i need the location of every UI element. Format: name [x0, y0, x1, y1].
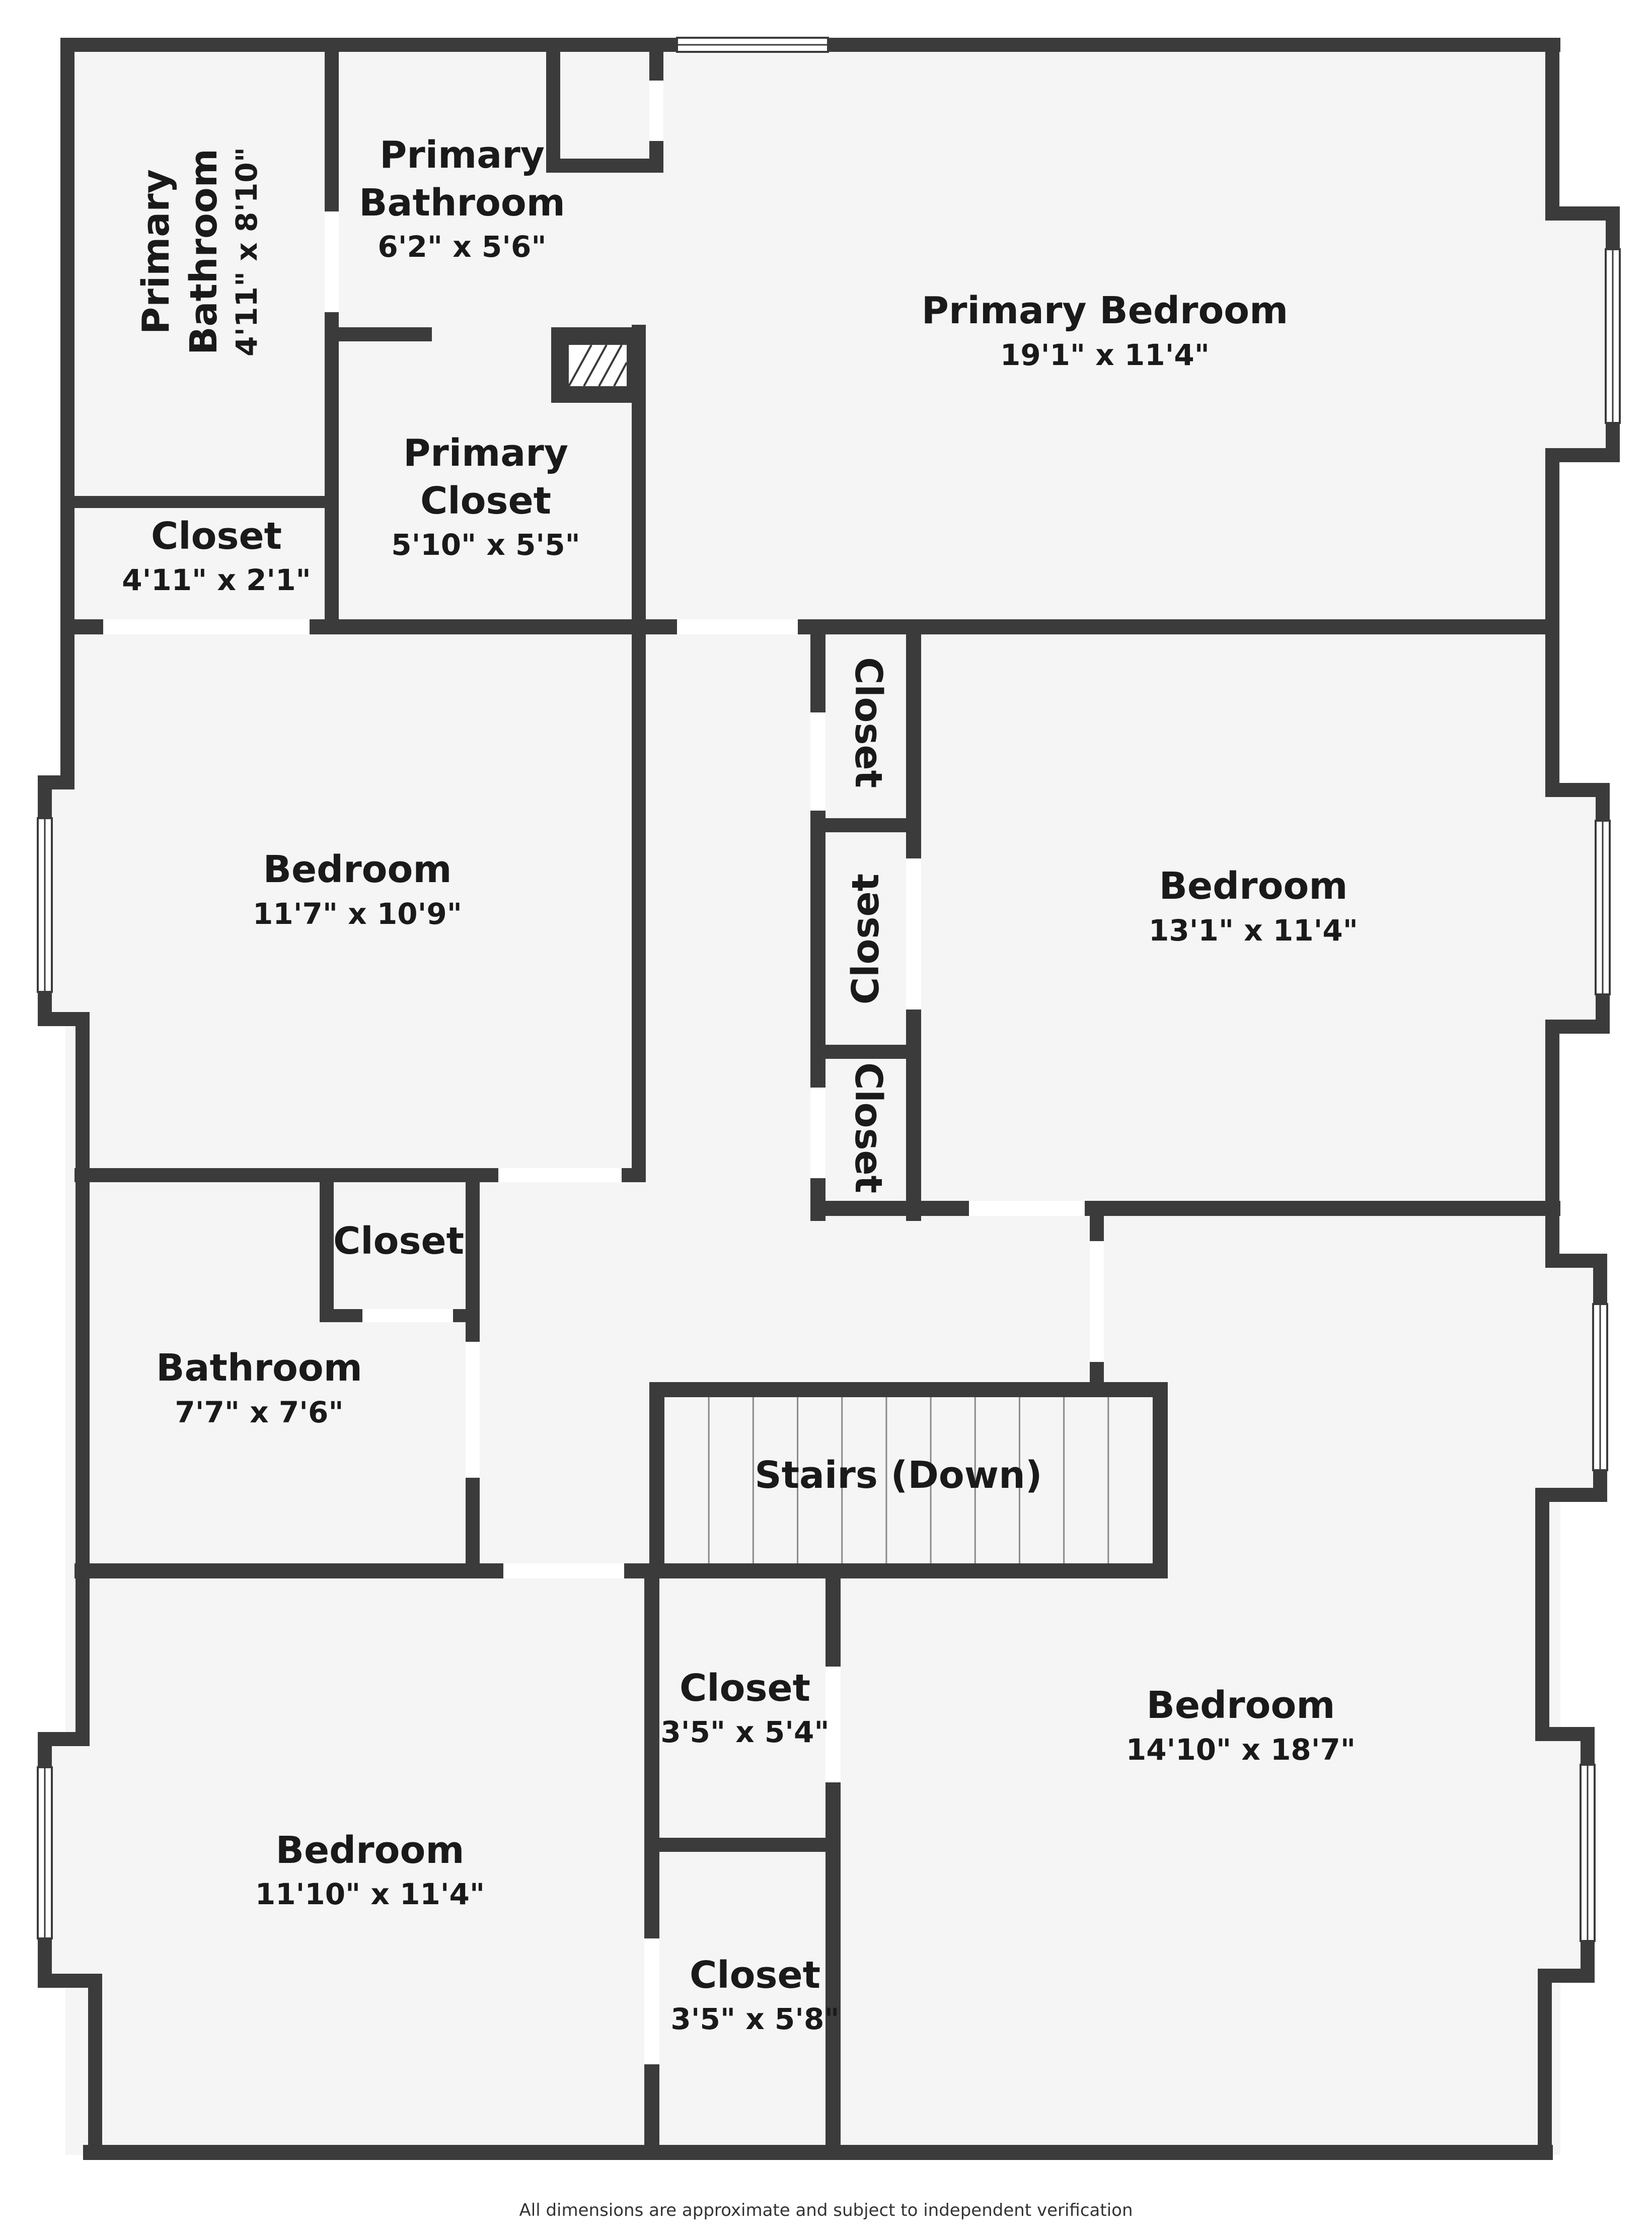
disclaimer-text: All dimensions are approximate and subje… [519, 2200, 1133, 2220]
room-name-closet-v1: Closet [847, 657, 890, 788]
room-labels: Primary Bathroom 4'11" x 8'10" Primary B… [122, 133, 1358, 2036]
room-label-primary-bathroom-left: Primary Bathroom 4'11" x 8'10" [134, 147, 264, 356]
room-name-primary-bedroom: Primary Bedroom [922, 289, 1288, 332]
room-dimensions-bedroom-nw: 11'7" x 10'9" [253, 897, 462, 931]
stair-treads [708, 1397, 1109, 1563]
room-name-bedroom-sw: Bedroom [276, 1829, 465, 1872]
room-name-primary-closet: Primary [403, 431, 568, 475]
room-name-primary-bathroom-2: Bathroom [359, 181, 565, 225]
room-name-closet-mid-1: Closet [680, 1667, 810, 1710]
room-name-closet-v3: Closet [847, 1062, 890, 1193]
room-dimensions-closet-mid-1: 3'5" x 5'4" [660, 1715, 829, 1749]
room-name-stairs: Stairs (Down) [755, 1454, 1042, 1497]
room-dimensions-bedroom-se: 14'10" x 18'7" [1126, 1733, 1356, 1767]
room-name-bathroom: Bathroom [156, 1346, 362, 1390]
room-dimensions-bathroom: 7'7" x 7'6" [175, 1395, 343, 1429]
room-dimensions-primary-closet: 5'10" x 5'5" [391, 528, 580, 562]
room-dimensions: 4'11" x 8'10" [230, 147, 264, 356]
chimney-hatch [568, 344, 628, 387]
room-dimensions-primary-bathroom: 6'2" x 5'6" [378, 230, 546, 264]
room-dimensions-closet-mid-2: 3'5" x 5'8" [670, 2002, 839, 2036]
room-name-closet: Closet [151, 515, 282, 558]
room-name-closet-mid-2: Closet [690, 1954, 820, 1997]
room-name-bedroom-ne: Bedroom [1159, 864, 1348, 908]
room-dimensions-closet: 4'11" x 2'1" [122, 563, 311, 597]
room-dimensions-primary-bedroom: 19'1" x 11'4" [1000, 338, 1210, 372]
room-name-closet-v2: Closet [844, 874, 887, 1004]
room-name: Primary [134, 169, 178, 334]
room-name: Bathroom [182, 149, 226, 355]
room-name-primary-closet-2: Closet [420, 479, 551, 523]
door-openings [103, 81, 1104, 2064]
room-name-closet-bath: Closet [333, 1219, 464, 1263]
room-name-bedroom-nw: Bedroom [263, 848, 452, 891]
room-dimensions-bedroom-ne: 13'1" x 11'4" [1149, 913, 1358, 948]
room-name-bedroom-se: Bedroom [1147, 1684, 1335, 1727]
room-name-primary-bathroom: Primary [380, 133, 545, 177]
room-dimensions-bedroom-sw: 11'10" x 11'4" [255, 1877, 485, 1911]
windows [37, 37, 1621, 1942]
